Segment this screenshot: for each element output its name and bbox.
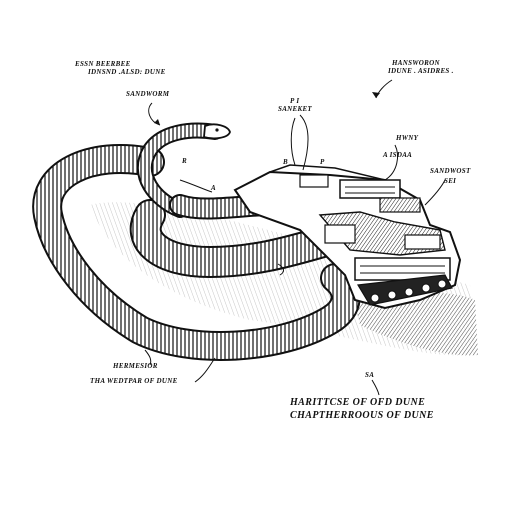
label-right-side-1: SANDWOST xyxy=(430,167,471,176)
label-top-left-2: IDNSND .ALSD: DUNE xyxy=(88,68,166,77)
label-bottom-left-2: THA WEDTPAR OF DUNE xyxy=(90,377,178,386)
caption-line-1: HARITTCSE OF OFD DUNE xyxy=(290,397,425,408)
label-sandworm: SANDWORM xyxy=(126,90,169,99)
label-right-side-2: SEI xyxy=(444,177,456,186)
label-letter-b: B xyxy=(283,158,288,167)
label-letter-r: R xyxy=(182,157,187,166)
label-bottom-left-1: HERMESIOR xyxy=(113,362,158,371)
label-small-mark: SA xyxy=(365,371,374,380)
label-letter-p: P xyxy=(320,158,325,167)
label-center-top-2: SANEKET xyxy=(278,105,312,114)
label-right-mid-1: HWNY xyxy=(396,134,418,143)
caption-line-2: CHAPTHERROOUS OF DUNE xyxy=(290,410,434,421)
label-top-right-2: IDUNE . ASIDRES . xyxy=(388,67,454,76)
worm-eye xyxy=(215,128,218,131)
label-letter-a: A xyxy=(211,184,216,193)
label-right-mid-2: A ISDAA xyxy=(383,151,412,160)
